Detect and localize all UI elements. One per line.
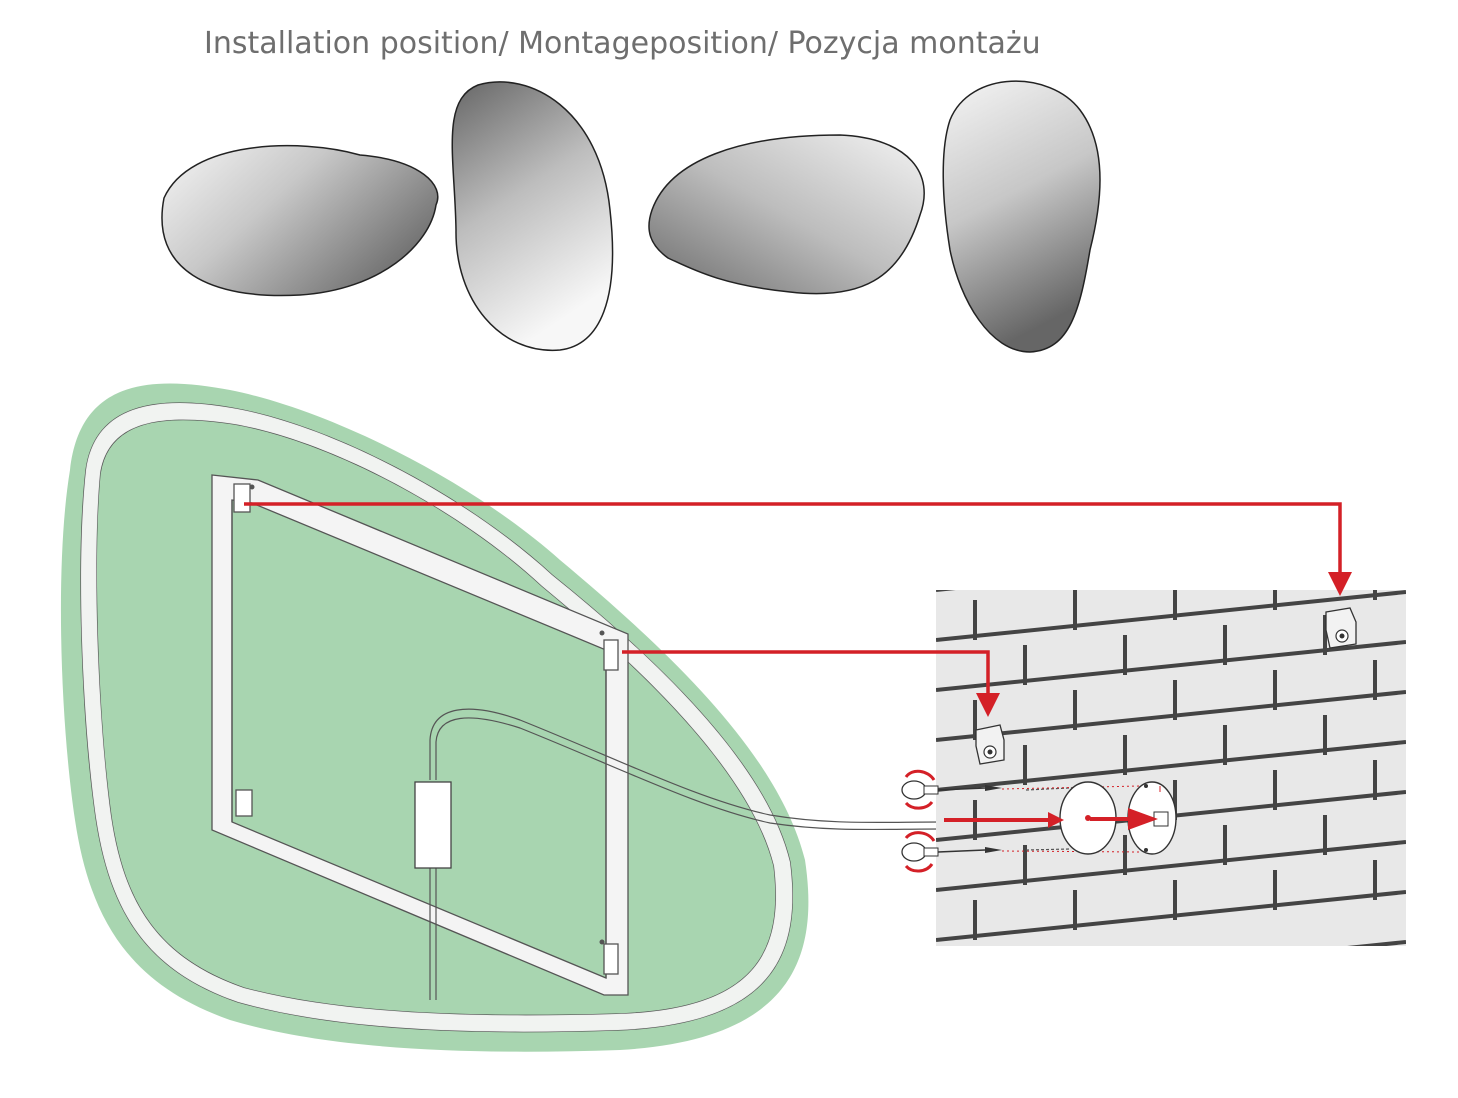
rotate-arrow-icon — [904, 831, 936, 842]
rotate-arrow-icon — [904, 863, 934, 873]
screwdriver-icon — [901, 842, 1002, 862]
junction-box-icon — [414, 781, 452, 869]
arrow-head — [1048, 812, 1064, 828]
corner-slot — [235, 789, 253, 817]
corner-slot — [233, 483, 251, 513]
hanger-bracket-icon — [1325, 607, 1357, 649]
mirror-shape-icon — [648, 134, 925, 295]
mirror-positions — [161, 80, 1101, 353]
mirror-shape-icon — [942, 80, 1101, 353]
screw-assembly — [901, 769, 1177, 873]
arrow-head — [1128, 808, 1158, 830]
screwdriver-icon — [901, 780, 1002, 800]
hanger-bracket-icon — [975, 724, 1005, 765]
page-title: Installation position/ Montageposition/ … — [204, 26, 1041, 61]
mirror-frame-inner — [95, 419, 777, 1016]
mounting-frame — [211, 474, 629, 996]
guide-arrows — [244, 502, 1342, 700]
brick-wall — [936, 590, 1406, 946]
rotate-arrow-icon — [904, 769, 936, 781]
mirror-shape-icon — [451, 81, 614, 351]
corner-slot — [603, 639, 619, 671]
mirror-shape-icon — [161, 145, 439, 297]
arrow-head — [976, 693, 1000, 717]
corner-slot — [603, 943, 619, 975]
arrow-head — [1328, 572, 1352, 596]
rotate-arrow-icon — [904, 800, 934, 810]
